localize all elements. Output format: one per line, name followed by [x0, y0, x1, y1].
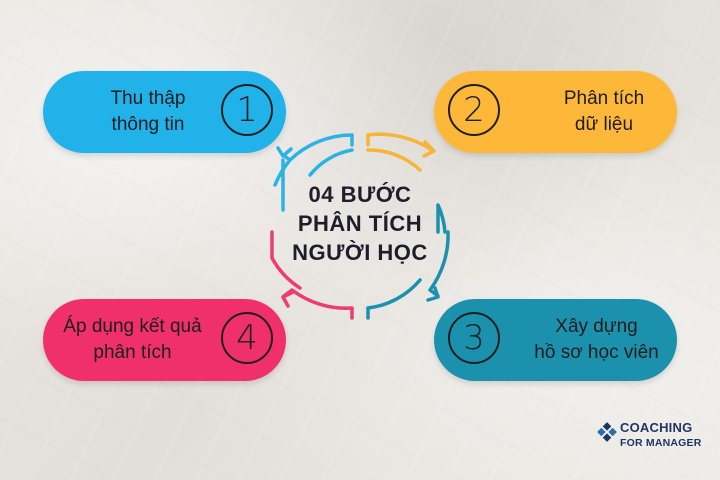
step-2-line-1: Phân tích	[563, 88, 645, 109]
title-line-1: 04 BƯỚC	[308, 182, 412, 207]
step-1-pill: Thu thập thông tin 1	[43, 71, 286, 153]
step-3-pill: 3 Xây dựng hồ sơ học viên	[434, 299, 677, 381]
step-3-text: Xây dựng hồ sơ học viên	[514, 299, 679, 381]
arc-step-4	[282, 288, 354, 320]
arc-inner-1	[308, 148, 354, 177]
arrow-head-1	[276, 146, 293, 158]
step-2-line-2: dữ liệu	[574, 114, 634, 135]
step-1-number: 1	[221, 84, 273, 136]
arrow-head-4	[281, 290, 295, 308]
arc-step-1	[281, 133, 354, 162]
step-1-line-2: thông tin	[111, 114, 185, 135]
step-4-text: Áp dụng kết quả phân tích	[45, 299, 220, 381]
step-2-number: 2	[448, 84, 500, 136]
title-line-3: NGƯỜI HỌC	[292, 240, 428, 265]
step-2-text: Phân tích dữ liệu	[529, 71, 679, 153]
arrow-head-3	[426, 286, 440, 302]
logo-text-line-2: FOR MANAGER	[620, 437, 702, 449]
logo-text-line-1: COACHING	[620, 420, 693, 435]
step-3-line-2: hồ sơ học viên	[534, 342, 659, 363]
step-1-text: Thu thập thông tin	[73, 71, 223, 153]
step-2-pill: 2 Phân tích dữ liệu	[434, 71, 677, 153]
step-3-number: 3	[448, 312, 500, 364]
step-4-number: 4	[221, 312, 273, 364]
diagram-title: 04 BƯỚC PHÂN TÍCH NGƯỜI HỌC	[270, 180, 450, 267]
arc-step-2	[366, 132, 434, 152]
logo-diamond-icon	[597, 422, 617, 442]
title-line-2: PHÂN TÍCH	[297, 211, 423, 236]
step-4-line-2: phân tích	[93, 342, 172, 363]
arrow-head-2	[422, 140, 436, 158]
step-4-line-1: Áp dụng kết quả	[63, 316, 202, 337]
step-3-line-1: Xây dựng	[555, 316, 638, 337]
arc-step-3	[428, 230, 450, 298]
step-1-line-1: Thu thập	[110, 88, 186, 109]
step-4-pill: Áp dụng kết quả phân tích 4	[43, 299, 286, 381]
